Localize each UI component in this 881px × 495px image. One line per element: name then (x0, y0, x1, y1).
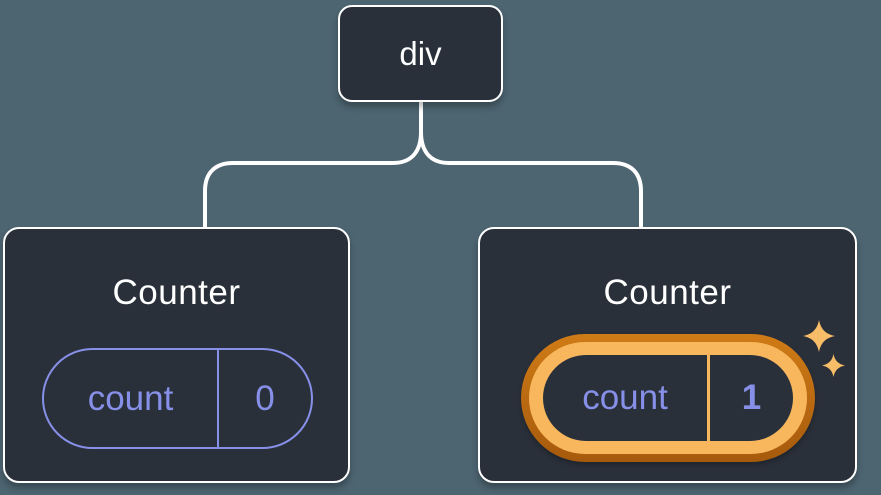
state-value: 0 (255, 378, 275, 418)
state-pill: count 0 (42, 348, 313, 449)
sparkle-icon (803, 320, 835, 352)
state-pill-highlighted: count 1 (543, 355, 793, 441)
counter-title: Counter (603, 273, 732, 312)
state-value: 1 (741, 378, 762, 417)
state-pill-divider (217, 350, 219, 447)
state-key-label: count (582, 378, 668, 417)
counter-title: Counter (112, 273, 241, 312)
connector-right-edge (419, 99, 643, 229)
state-pill-highlight-ring: count 1 (521, 334, 815, 462)
counter-node-left: Counter count 0 (3, 227, 350, 483)
counter-node-right: Counter count 1 (478, 227, 857, 483)
connector-left-edge (203, 99, 423, 229)
root-node-div: div (338, 5, 503, 102)
state-pill-highlight-ring-inner: count 1 (529, 342, 807, 454)
sparkle-icon (822, 354, 845, 377)
state-pill-divider (707, 355, 710, 441)
state-key-label: count (87, 378, 174, 418)
root-node-label: div (399, 34, 442, 72)
